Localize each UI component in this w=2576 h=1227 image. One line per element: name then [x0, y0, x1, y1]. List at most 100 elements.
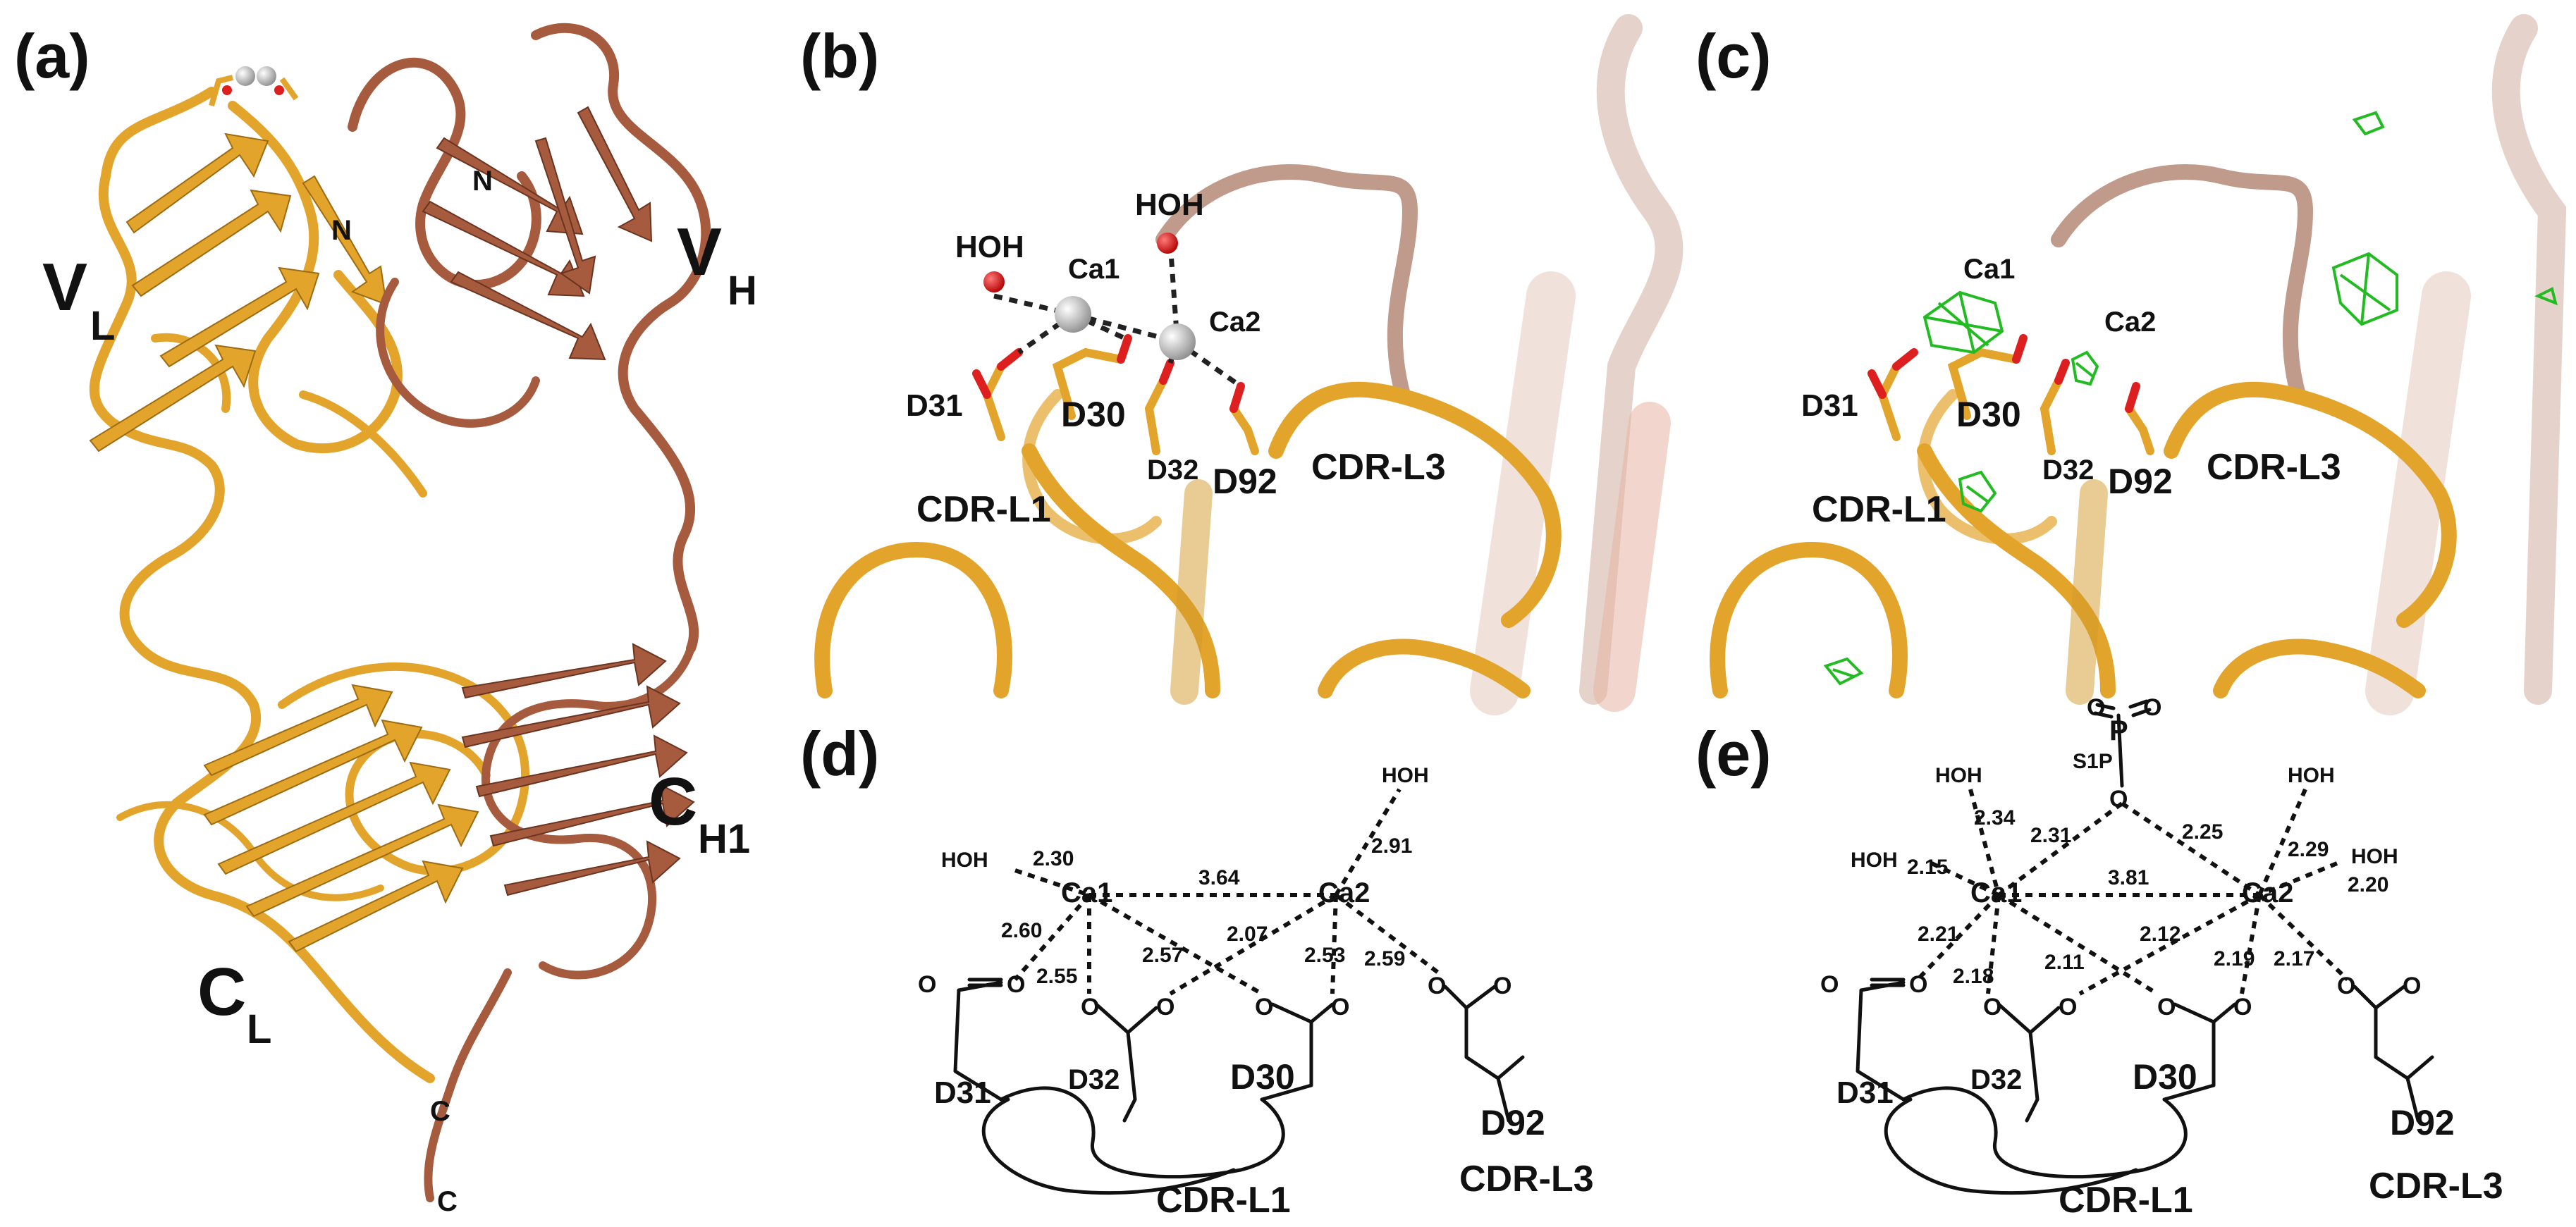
- b-hoh-1: HOH: [955, 230, 1024, 264]
- e-cdr-l3-label: CDR-L3: [2369, 1166, 2503, 1207]
- e-d32-label: D32: [1970, 1064, 2022, 1095]
- cl-subscript: L: [247, 1006, 271, 1052]
- d-o-6: O: [1331, 994, 1349, 1021]
- d-o-7: O: [1428, 973, 1446, 999]
- d-d30-label: D30: [1230, 1057, 1295, 1097]
- d-cdr-l1-label: CDR-L1: [1156, 1180, 1291, 1221]
- panel-e-skeleton: [1856, 978, 2434, 1195]
- e-ca1-label: Ca1: [1970, 877, 2022, 908]
- panel-d-skeleton: [953, 978, 1525, 1195]
- ch1-label: C: [649, 764, 697, 839]
- d-dist-7: 2.07: [1227, 923, 1268, 946]
- e-dist-10: 2.11: [2044, 951, 2085, 974]
- e-ca2-label: Ca2: [2242, 877, 2293, 908]
- b-ca1-label: Ca1: [1068, 254, 1120, 285]
- d-dist-6: 2.57: [1142, 944, 1183, 967]
- light-chain-ribbon: [89, 87, 530, 1083]
- n-terminus-heavy: N: [472, 166, 493, 197]
- panel-c: (c): [1695, 14, 2567, 715]
- b-d92-label: D92: [1213, 462, 1277, 501]
- e-dist-6: 2.20: [2348, 873, 2388, 896]
- d-dist-5: 2.55: [1036, 965, 1077, 988]
- calcium-ion-1: [1055, 296, 1091, 333]
- ch1-subscript: H1: [698, 816, 750, 862]
- d-d92-label: D92: [1480, 1103, 1545, 1142]
- e-dist-11: 2.12: [2140, 923, 2181, 946]
- d-dist-4: 2.60: [1001, 919, 1042, 942]
- d-hoh-1: HOH: [941, 849, 988, 872]
- panel-a-calcium-ions: [209, 66, 299, 107]
- panel-b-label: (b): [800, 21, 879, 91]
- d-dist-9: 2.59: [1364, 947, 1405, 970]
- e-o-5: O: [2157, 994, 2176, 1021]
- panel-b-light-chain: [814, 381, 1562, 705]
- d-dist-8: 2.53: [1304, 944, 1345, 967]
- panel-b: (b): [800, 14, 1683, 715]
- b-d32-label: D32: [1147, 455, 1198, 486]
- panel-c-side-chains: [1867, 334, 2154, 455]
- e-dist-12: 2.19: [2214, 947, 2255, 970]
- c-ca1-label: Ca1: [1963, 254, 2015, 285]
- e-o-4: O: [2059, 994, 2077, 1021]
- e-hoh-4: HOH: [2351, 845, 2398, 868]
- panel-c-density-mesh: [1823, 111, 2558, 686]
- e-dist-2: 2.31: [2030, 824, 2071, 847]
- e-o-1: O: [1820, 971, 1839, 998]
- d-o-1: O: [918, 971, 936, 998]
- d-o-2: O: [1007, 971, 1025, 998]
- e-dist-3: 2.25: [2182, 820, 2223, 844]
- water-oxygen-2: [1157, 233, 1178, 254]
- e-o-2: O: [1909, 971, 1927, 998]
- b-hoh-2: HOH: [1135, 187, 1204, 222]
- panel-d-dashes: [1013, 788, 1440, 996]
- panel-d: (d) Ca1: [800, 719, 1594, 1221]
- d-o-8: O: [1493, 973, 1511, 999]
- c-terminus-light: C: [430, 1096, 450, 1127]
- panel-e-label: (e): [1695, 719, 1772, 789]
- b-d31-label: D31: [906, 388, 963, 423]
- d-o-5: O: [1255, 994, 1273, 1021]
- e-o-3: O: [1983, 994, 2001, 1021]
- d-ca1-label: Ca1: [1061, 877, 1112, 908]
- b-cdr-l1-label: CDR-L1: [916, 489, 1051, 530]
- e-cdr-l1-label: CDR-L1: [2059, 1180, 2193, 1221]
- d-cdr-l3-label: CDR-L3: [1459, 1159, 1594, 1200]
- panel-c-label: (c): [1695, 21, 1772, 91]
- e-o-phos-1: O: [2087, 694, 2105, 721]
- d-dist-1: 2.30: [1033, 847, 1074, 870]
- cl-label: C: [197, 954, 246, 1030]
- n-terminus-light: N: [331, 215, 352, 246]
- vh-label: V: [677, 214, 722, 290]
- d-dist-3: 2.91: [1371, 834, 1412, 858]
- heavy-chain-ribbon: [348, 23, 711, 1202]
- c-d32-label: D32: [2042, 455, 2094, 486]
- water-oxygen-1: [983, 271, 1005, 292]
- e-dist-9: 2.18: [1953, 965, 1994, 988]
- d-d31-label: D31: [934, 1075, 991, 1110]
- e-o-phos-3: O: [2109, 786, 2128, 813]
- e-o-7: O: [2337, 973, 2355, 999]
- d-dist-2: 3.64: [1198, 866, 1240, 889]
- b-cdr-l3-label: CDR-L3: [1311, 447, 1446, 488]
- c-terminus-heavy: C: [437, 1186, 458, 1217]
- panel-a-label: (a): [14, 21, 90, 91]
- c-cdr-l1-label: CDR-L1: [1812, 489, 1946, 530]
- d-hoh-2: HOH: [1382, 764, 1429, 787]
- e-dist-13: 2.17: [2274, 947, 2314, 970]
- e-dist-7: 3.81: [2108, 866, 2149, 889]
- e-d31-label: D31: [1836, 1075, 1894, 1110]
- e-p-label: P: [2109, 715, 2128, 746]
- panel-b-side-chains: [972, 334, 1259, 455]
- d-ca2-label: Ca2: [1318, 877, 1370, 908]
- c-cdr-l3-label: CDR-L3: [2207, 447, 2341, 488]
- e-d92-label: D92: [2390, 1103, 2455, 1142]
- light-chain-strands: [89, 132, 479, 953]
- vh-subscript: H: [728, 268, 757, 314]
- e-o-8: O: [2403, 973, 2421, 999]
- c-d92-label: D92: [2108, 462, 2173, 501]
- vl-label: V: [42, 249, 87, 325]
- panel-b-heavy-chain-bg: [1155, 14, 1683, 715]
- e-o-6: O: [2233, 994, 2252, 1021]
- e-d30-label: D30: [2133, 1057, 2197, 1097]
